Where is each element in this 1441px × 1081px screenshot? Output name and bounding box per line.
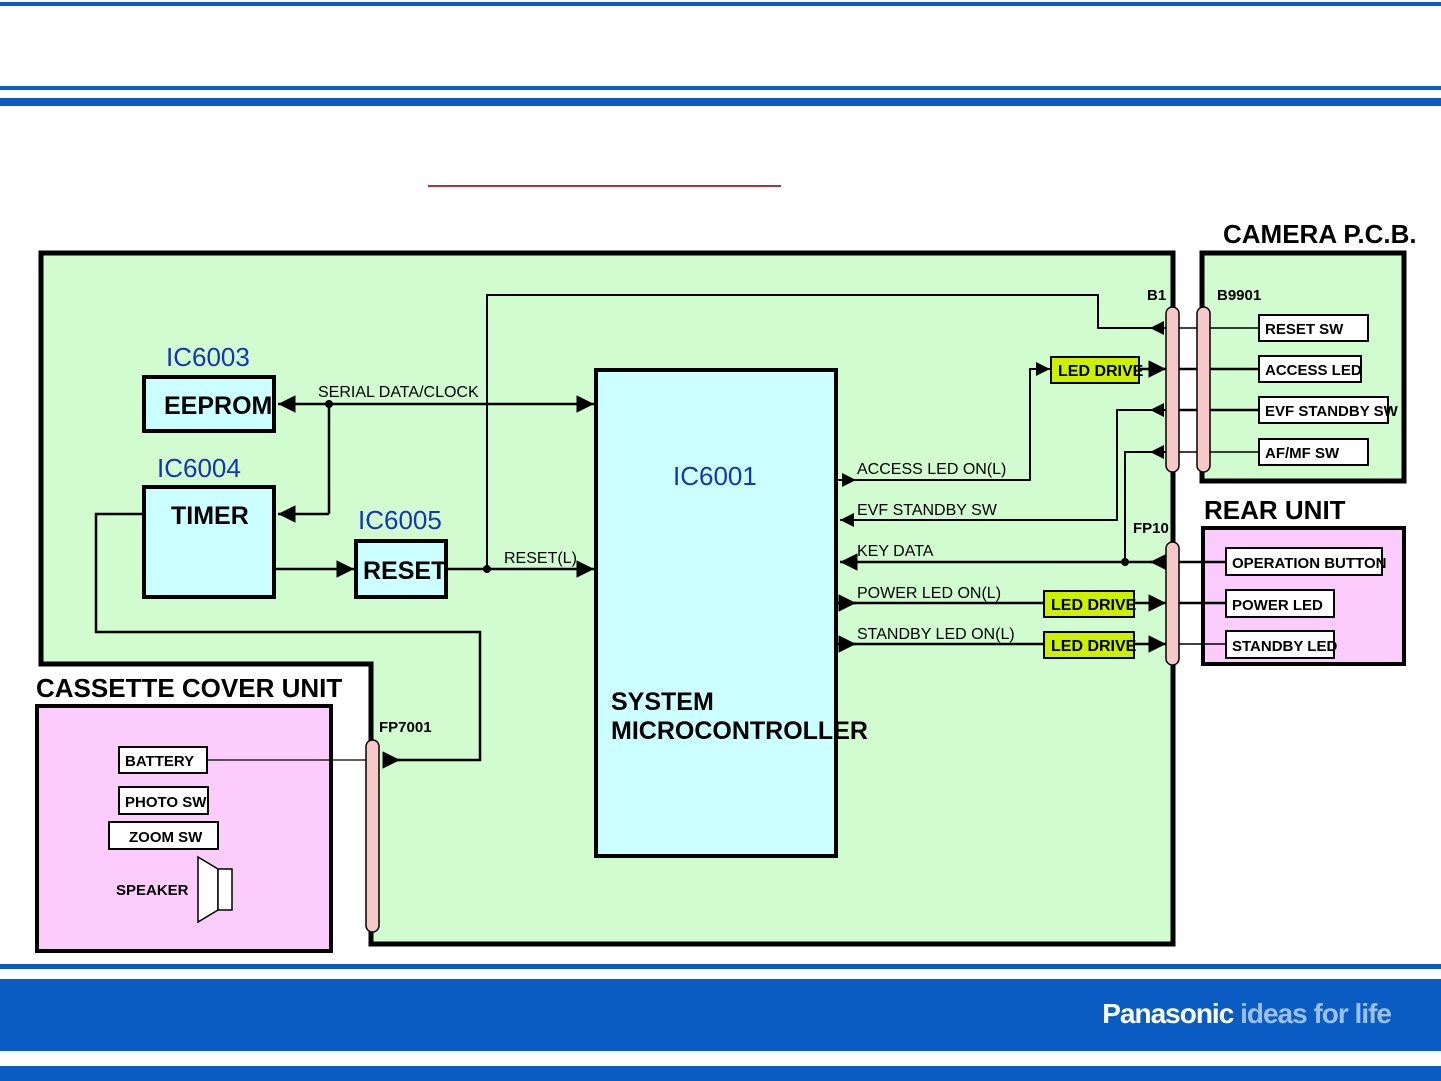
camera-item-af-mf-sw-label: AF/MF SW [1265,445,1340,462]
panasonic-logo: Panasonic ideas for life [1102,998,1392,1030]
rear-item-operation-button [1225,547,1383,576]
cassette-cover-title-bg [30,668,368,704]
header-rule-upper [0,86,1441,90]
battery-timer-wire [94,512,482,762]
camera-item-access-led-label: ACCESS LED [1265,362,1362,379]
fp10-connector[interactable] [1165,541,1180,666]
timer-chip [142,485,276,599]
access-led-signal-label: ACCESS LED ON(L) [857,461,1006,478]
rear-item-standby-led [1225,630,1335,659]
camera-item-reset-sw [1258,314,1369,342]
speaker-label: SPEAKER [116,882,189,899]
camera-pcb-title: CAMERA P.C.B. [1223,219,1417,249]
standby-led-drive-label: LED DRIVE [1051,638,1137,655]
eeprom-chip [142,375,276,433]
header-rule-lower [0,98,1441,106]
cassette-item-battery-label: BATTERY [125,753,194,770]
evf-standby-wire [842,409,1166,521]
footer-bottom-band [0,1066,1441,1081]
fp10-connector-label: FP10 [1133,520,1169,537]
brand-tagline: ideas for life [1240,998,1392,1029]
key-data-junction-dot [1121,558,1129,566]
cassette-item-photo-sw-label: PHOTO SW [125,794,207,811]
reset-sw-wire [486,294,1163,569]
footer-rule [0,964,1441,969]
cassette-cover-unit-title: CASSETTE COVER UNIT [36,673,342,703]
serial-signal-label: SERIAL DATA/CLOCK [318,384,479,401]
standby-led-signal-label: STANDBY LED ON(L) [857,626,1015,643]
rear-item-standby-led-label: STANDBY LED [1232,638,1337,655]
timer-ic-label: IC6004 [157,453,241,483]
mcu-label-line1: SYSTEM [611,688,714,716]
power-led-drive [1043,590,1135,618]
b1-connector[interactable] [1165,306,1180,473]
camera-item-reset-sw-label: RESET SW [1265,321,1344,338]
rear-item-power-led [1225,589,1335,618]
fp7001-connector-label: FP7001 [379,719,432,736]
cassette-item-photo-sw [118,786,209,815]
cassette-item-zoom-sw-label: ZOOM SW [129,829,203,846]
camera-item-evf-standby-sw-label: EVF STANDBY SW [1265,403,1399,420]
camera-item-evf-standby-sw [1258,396,1389,424]
reset-label: RESET [363,557,446,585]
access-led-drive [1050,356,1140,384]
eeprom-label: EEPROM [164,392,272,420]
mcu-chip [594,368,838,858]
reset-l-signal-label: RESET(L) [504,550,577,567]
mcu-ic-label: IC6001 [673,461,757,491]
evf-standby-signal-label: EVF STANDBY SW [857,502,998,519]
header-top-rule [0,2,1441,6]
b9901-connector[interactable] [1196,306,1211,473]
access-led-drive-label: LED DRIVE [1058,363,1144,380]
fp7001-connector[interactable] [365,739,380,933]
cassette-item-battery [118,746,208,774]
timer-label: TIMER [171,502,249,530]
brand-name: Panasonic [1102,998,1234,1029]
footer-band [0,979,1441,1051]
camera-item-af-mf-sw [1258,438,1369,466]
power-led-signal-label: POWER LED ON(L) [857,585,1001,602]
eeprom-ic-label: IC6003 [166,342,250,372]
rear-item-operation-button-label: OPERATION BUTTON [1232,555,1386,572]
title-underline [428,185,781,187]
power-led-drive-label: LED DRIVE [1051,597,1137,614]
key-data-signal-label: KEY DATA [857,543,934,560]
speaker-icon [197,855,233,924]
camera-item-access-led [1258,355,1362,383]
mcu-label-line2: MICROCONTROLLER [611,717,868,745]
rear-item-power-led-label: POWER LED [1232,597,1323,614]
serial-junction-dot [325,400,333,408]
b9901-connector-label: B9901 [1217,287,1261,304]
reset-chip [354,539,448,599]
b1-connector-label: B1 [1147,287,1166,304]
cassette-item-zoom-sw [108,821,219,850]
rear-unit-title: REAR UNIT [1204,495,1346,525]
reset-ic-label: IC6005 [358,505,442,535]
